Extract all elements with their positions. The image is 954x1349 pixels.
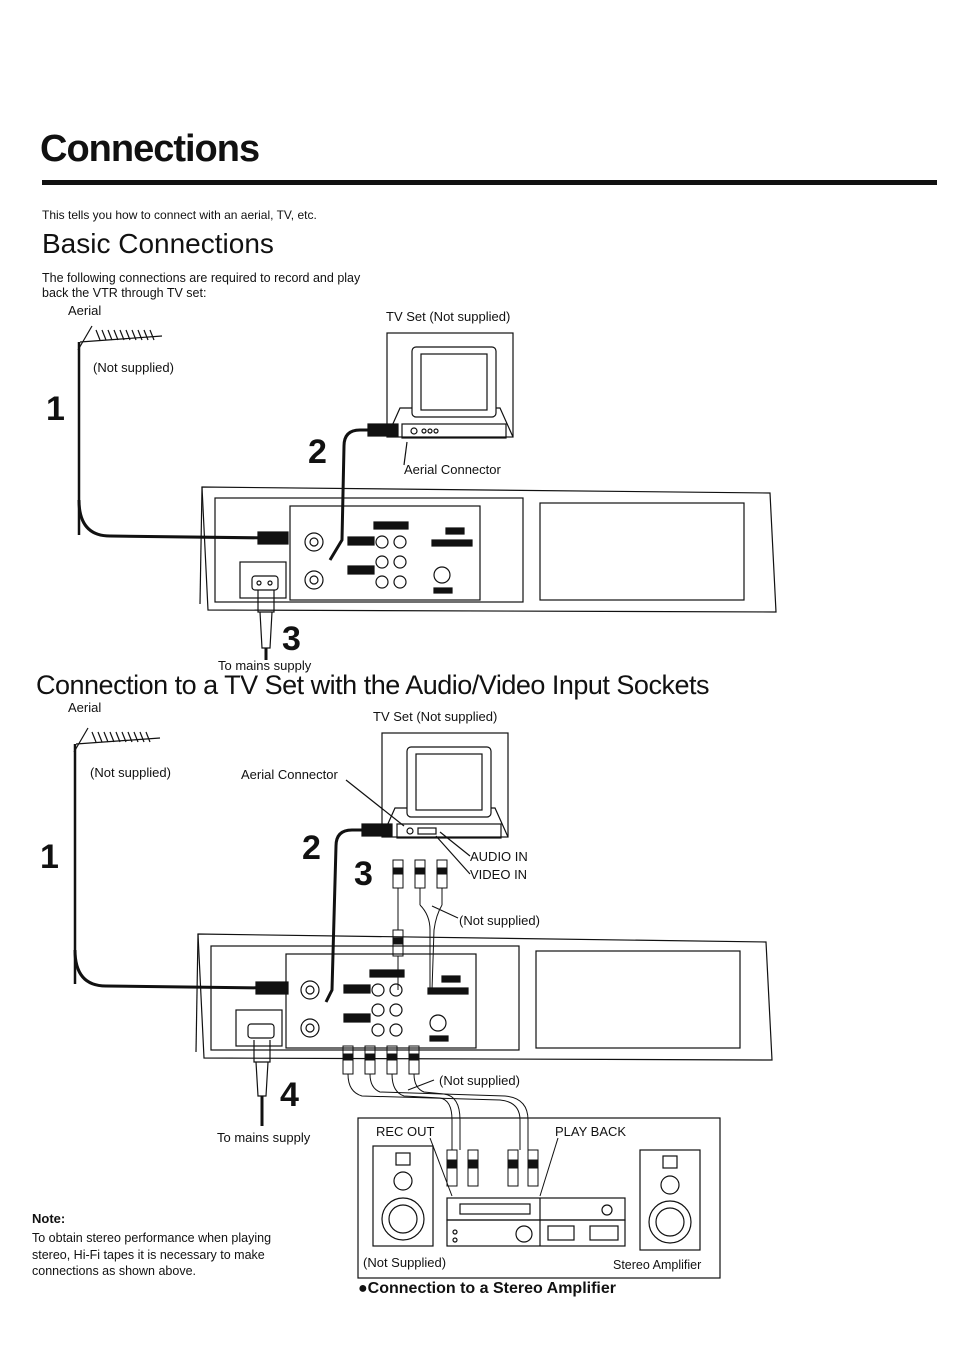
av-step-2: 2 [302, 829, 321, 867]
av-connection-heading: Connection to a TV Set with the Audio/Vi… [36, 670, 709, 700]
intro-text: This tells you how to connect with an ae… [42, 208, 317, 222]
note-line1: To obtain stereo performance when playin… [32, 1231, 272, 1245]
tv-icon [386, 332, 514, 466]
title-rule [42, 180, 937, 185]
vtr-icon-2 [195, 933, 773, 1061]
basic-connections-heading: Basic Connections [42, 228, 274, 259]
basic-step-3: 3 [282, 620, 301, 658]
play-back-label: PLAY BACK [555, 1124, 627, 1139]
av-aerial-not-supplied: (Not supplied) [90, 765, 171, 780]
basic-aerial-not-supplied: (Not supplied) [93, 360, 174, 375]
note-title: Note: [32, 1211, 66, 1226]
note-line3: connections as shown above. [32, 1264, 196, 1278]
basic-step-2: 2 [308, 433, 327, 471]
stereo-amplifier-label: Stereo Amplifier [613, 1258, 702, 1272]
av-stereo-cable-not-supplied: (Not supplied) [439, 1073, 520, 1088]
av-step-1: 1 [40, 838, 59, 876]
av-mains-label: To mains supply [217, 1130, 311, 1145]
aerial-icon [77, 325, 163, 535]
basic-aerial-label: Aerial [68, 303, 102, 318]
av-video-in-label: VIDEO IN [470, 867, 528, 882]
basic-description-line2: back the VTR through TV set: [42, 286, 207, 300]
av-tv-label: TV Set (Not supplied) [373, 709, 498, 724]
basic-tv-label: TV Set (Not supplied) [386, 309, 511, 324]
note-line2: stereo, Hi-Fi tapes it is necessary to m… [32, 1248, 265, 1262]
page-title: Connections [40, 128, 260, 170]
av-aerial-label: Aerial [68, 700, 102, 715]
av-audio-in-label: AUDIO IN [470, 849, 528, 864]
rec-out-label: REC OUT [376, 1124, 435, 1139]
plug-icon-2 [253, 1040, 271, 1126]
basic-aerial-connector-label: Aerial Connector [404, 462, 501, 477]
av-step-3: 3 [354, 855, 373, 893]
aerial-icon-2 [73, 727, 161, 984]
amplifier-icon [446, 1197, 626, 1247]
basic-description-line1: The following connections are required t… [42, 271, 361, 285]
vtr-icon [199, 486, 777, 613]
tv-icon-2 [381, 732, 509, 839]
speaker-icon-2 [639, 1149, 701, 1251]
basic-mains-label: To mains supply [218, 658, 312, 673]
stereo-caption: ●Connection to a Stereo Amplifier [358, 1280, 616, 1297]
speaker-icon [372, 1145, 434, 1247]
stereo-not-supplied: (Not Supplied) [363, 1255, 447, 1270]
av-aerial-connector-label: Aerial Connector [241, 767, 338, 782]
av-step-4: 4 [280, 1076, 299, 1114]
av-cable-not-supplied: (Not supplied) [459, 913, 540, 928]
basic-step-1: 1 [46, 390, 65, 428]
plug-icon [257, 590, 275, 660]
